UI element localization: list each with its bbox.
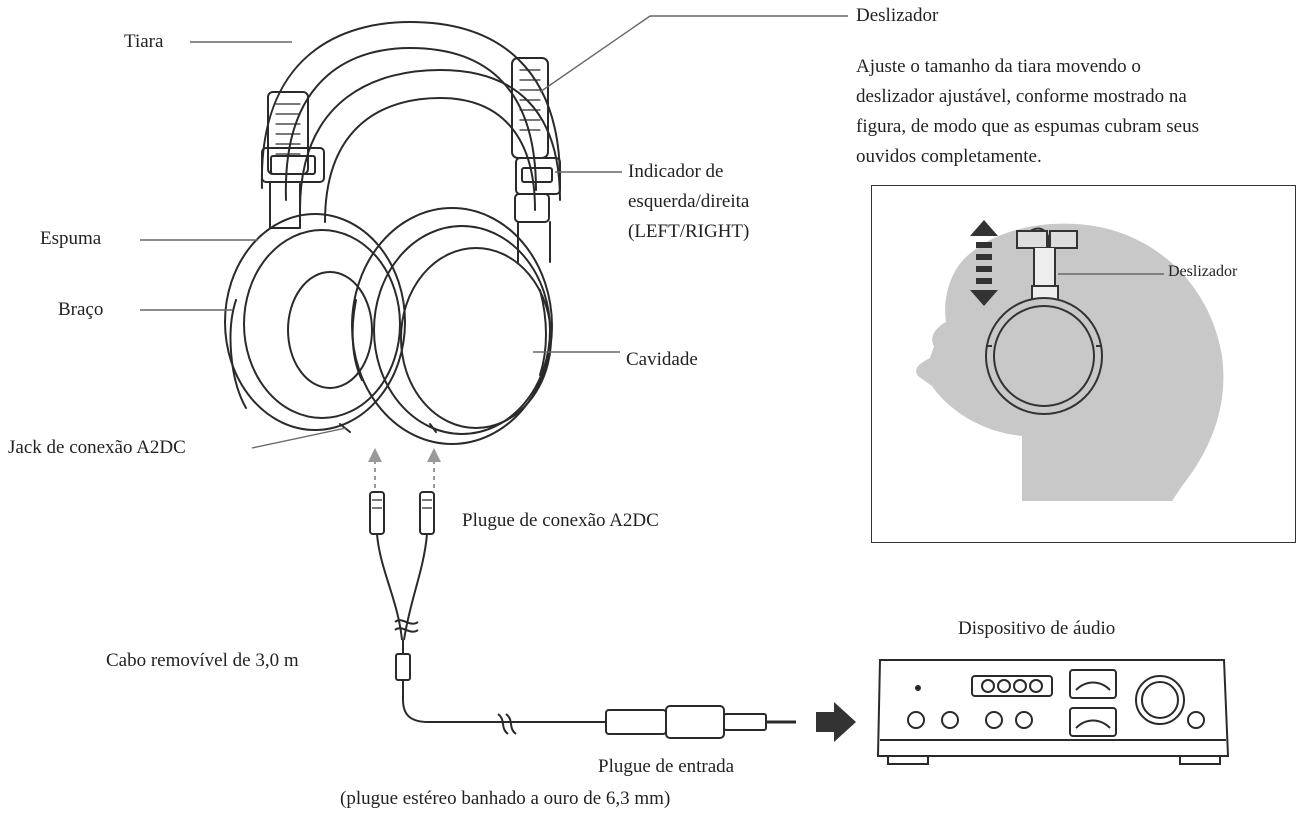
label-deslizador: Deslizador — [856, 5, 939, 26]
instruction-line: ouvidos completamente. — [856, 146, 1042, 167]
label-dispositivo: Dispositivo de áudio — [958, 618, 1116, 639]
label-jack: Jack de conexão A2DC — [8, 437, 186, 458]
inset-earcup — [985, 297, 1103, 415]
instruction-line: Ajuste o tamanho da tiara movendo o — [856, 56, 1141, 77]
instruction-line: deslizador ajustável, conforme mostrado … — [856, 86, 1187, 107]
label-tiara: Tiara — [124, 31, 164, 52]
headband-back — [260, 21, 561, 189]
instructions-paragraph: Ajuste o tamanho da tiara movendo o desl… — [856, 52, 1296, 172]
label-cavidade: Cavidade — [626, 349, 698, 370]
a2dc-plug-left — [369, 491, 385, 535]
label-espuma: Espuma — [40, 228, 102, 249]
indicador-line: esquerda/direita — [628, 191, 750, 212]
instruction-line: figura, de modo que as espumas cubram se… — [856, 116, 1199, 137]
slider-inset-frame: Deslizador — [871, 185, 1296, 543]
a2dc-plug-right — [419, 491, 435, 535]
indicador-line: Indicador de — [628, 161, 724, 182]
inset-deslizador-label: Deslizador — [1168, 263, 1238, 280]
audio-device — [876, 659, 1230, 757]
label-indicador: Indicador de esquerda/direita (LEFT/RIGH… — [628, 157, 749, 247]
cable — [402, 640, 606, 723]
label-plugue-entrada-sub: (plugue estéreo banhado a ouro de 6,3 mm… — [340, 788, 671, 809]
indicador-line: (LEFT/RIGHT) — [628, 221, 750, 242]
label-plugue-a2dc: Plugue de conexão A2DC — [462, 510, 659, 531]
head-illustration — [916, 220, 1224, 501]
headband-front — [299, 69, 561, 211]
input-plug — [605, 709, 667, 735]
label-plugue-entrada: Plugue de entrada — [598, 756, 735, 777]
left-earcup — [224, 213, 406, 431]
label-cabo: Cabo removível de 3,0 m — [106, 650, 299, 671]
label-braco: Braço — [58, 299, 104, 320]
